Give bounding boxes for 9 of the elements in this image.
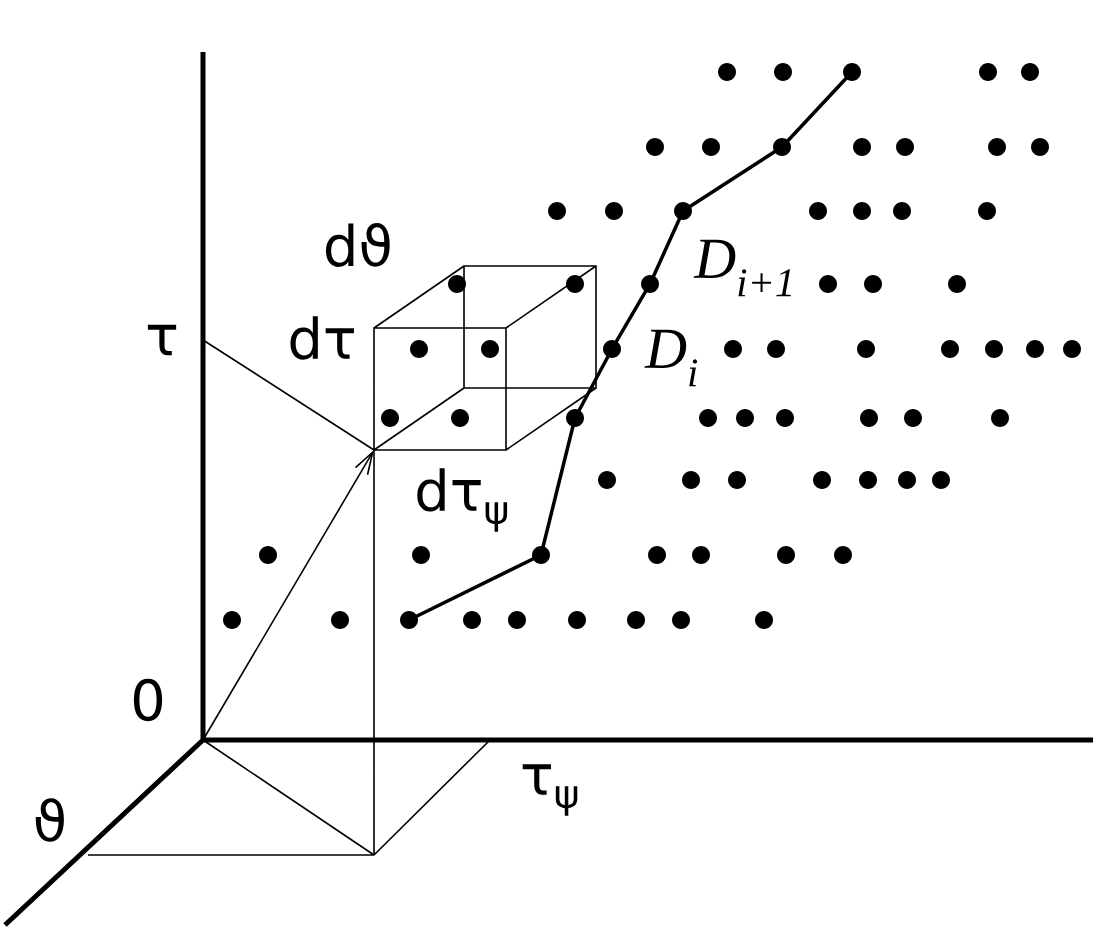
axis-label: τ$_{ψ}$: [522, 764, 578, 816]
axis-label: dτ$_{ψ}$: [417, 468, 508, 532]
axis-label: D$_{i}$: [644, 329, 698, 387]
axis-label: dτ: [290, 316, 354, 360]
axis-label: τ: [147, 324, 177, 356]
axis-label: ϑ: [35, 798, 64, 842]
axis-label: dϑ: [326, 223, 390, 267]
axis-label: 0: [133, 678, 163, 722]
axis-label: D$_{i+1}$: [693, 239, 791, 297]
